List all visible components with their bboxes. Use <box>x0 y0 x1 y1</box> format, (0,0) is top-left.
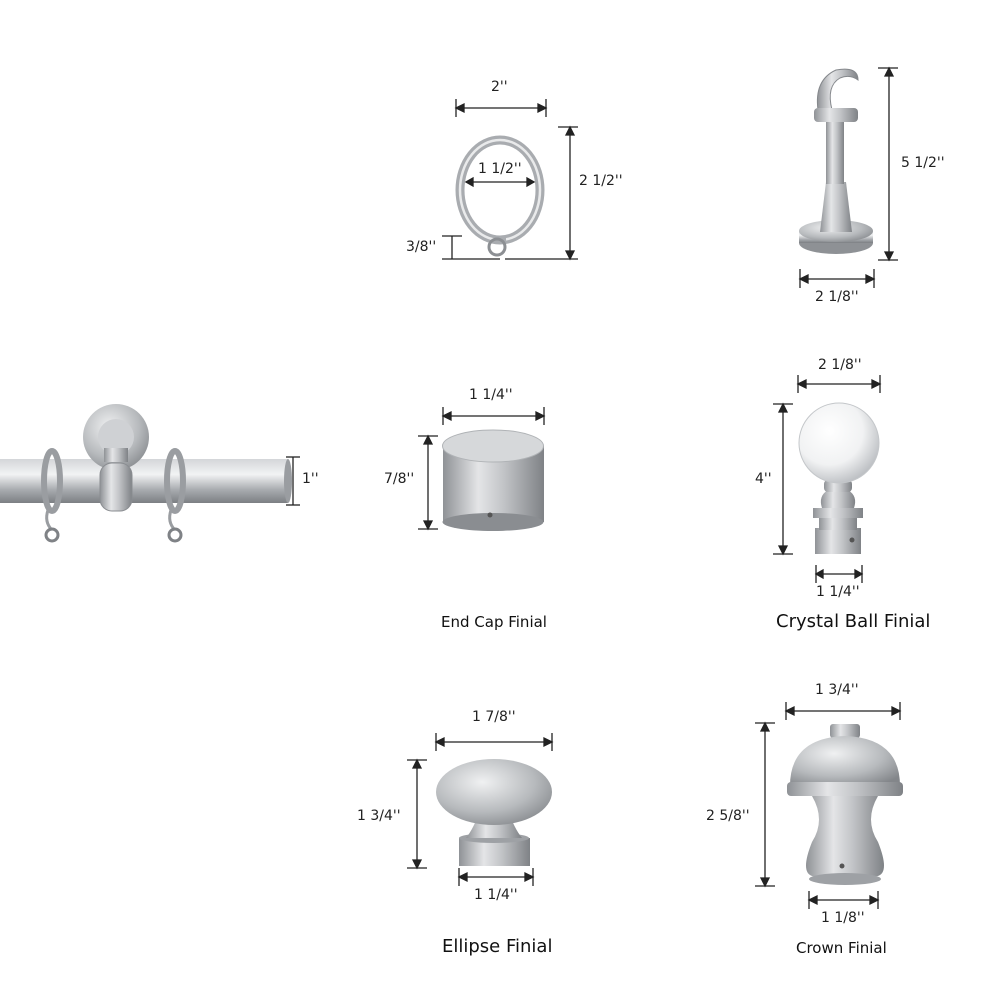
rod-ring-right-icon <box>164 448 186 543</box>
rod-bracket-icon <box>83 404 149 512</box>
end-cap-finial-caption: End Cap Finial <box>441 613 547 631</box>
ellipse-finial-dim-lines <box>407 733 554 886</box>
ring-dim-lines <box>442 99 578 261</box>
crystal-ball-finial-caption: Crystal Ball Finial <box>776 611 931 632</box>
crystal-ball-height-label: 4'' <box>755 471 772 487</box>
ellipse-finial-height-label: 1 3/4'' <box>357 808 401 824</box>
crown-finial-icon <box>787 724 903 885</box>
bracket-height-label: 5 1/2'' <box>901 155 945 171</box>
ellipse-finial-icon <box>436 759 552 866</box>
crown-finial-height-label: 2 5/8'' <box>706 808 750 824</box>
rod-diameter-label: 1'' <box>302 471 319 487</box>
curtain-rod-assembly <box>0 404 300 543</box>
bracket-dim-lines <box>798 66 898 288</box>
bracket-icon <box>799 68 873 254</box>
curtain-ring-icon <box>455 135 545 257</box>
ring-height-label: 2 1/2'' <box>579 173 623 189</box>
bracket-base-label: 2 1/8'' <box>815 289 859 305</box>
ellipse-finial-width-label: 1 7/8'' <box>472 709 516 725</box>
crown-finial-base-label: 1 1/8'' <box>821 910 865 926</box>
ellipse-finial-caption: Ellipse Finial <box>442 936 553 957</box>
ring-inner-diameter-label: 1 1/2'' <box>478 161 522 177</box>
end-cap-width-label: 1 1/4'' <box>469 387 513 403</box>
ring-width-label: 2'' <box>491 79 508 95</box>
ellipse-finial-base-label: 1 1/4'' <box>474 887 518 903</box>
end-cap-height-label: 7/8'' <box>384 471 415 487</box>
crown-finial-dim-lines <box>755 702 902 909</box>
crystal-ball-dim-lines <box>773 375 882 583</box>
ring-eyelet-label: 3/8'' <box>406 239 437 255</box>
crystal-ball-finial-icon <box>798 402 880 554</box>
end-cap-finial-icon <box>442 429 544 531</box>
rod-end <box>284 459 292 503</box>
end-cap-dim-lines <box>418 407 546 531</box>
crystal-ball-width-label: 2 1/8'' <box>818 357 862 373</box>
crystal-ball-base-label: 1 1/4'' <box>816 584 860 600</box>
rod-ring-left-icon <box>41 448 63 543</box>
crown-finial-width-label: 1 3/4'' <box>815 682 859 698</box>
rod-diameter-dim-line <box>286 456 300 506</box>
crown-finial-caption: Crown Finial <box>796 939 887 957</box>
